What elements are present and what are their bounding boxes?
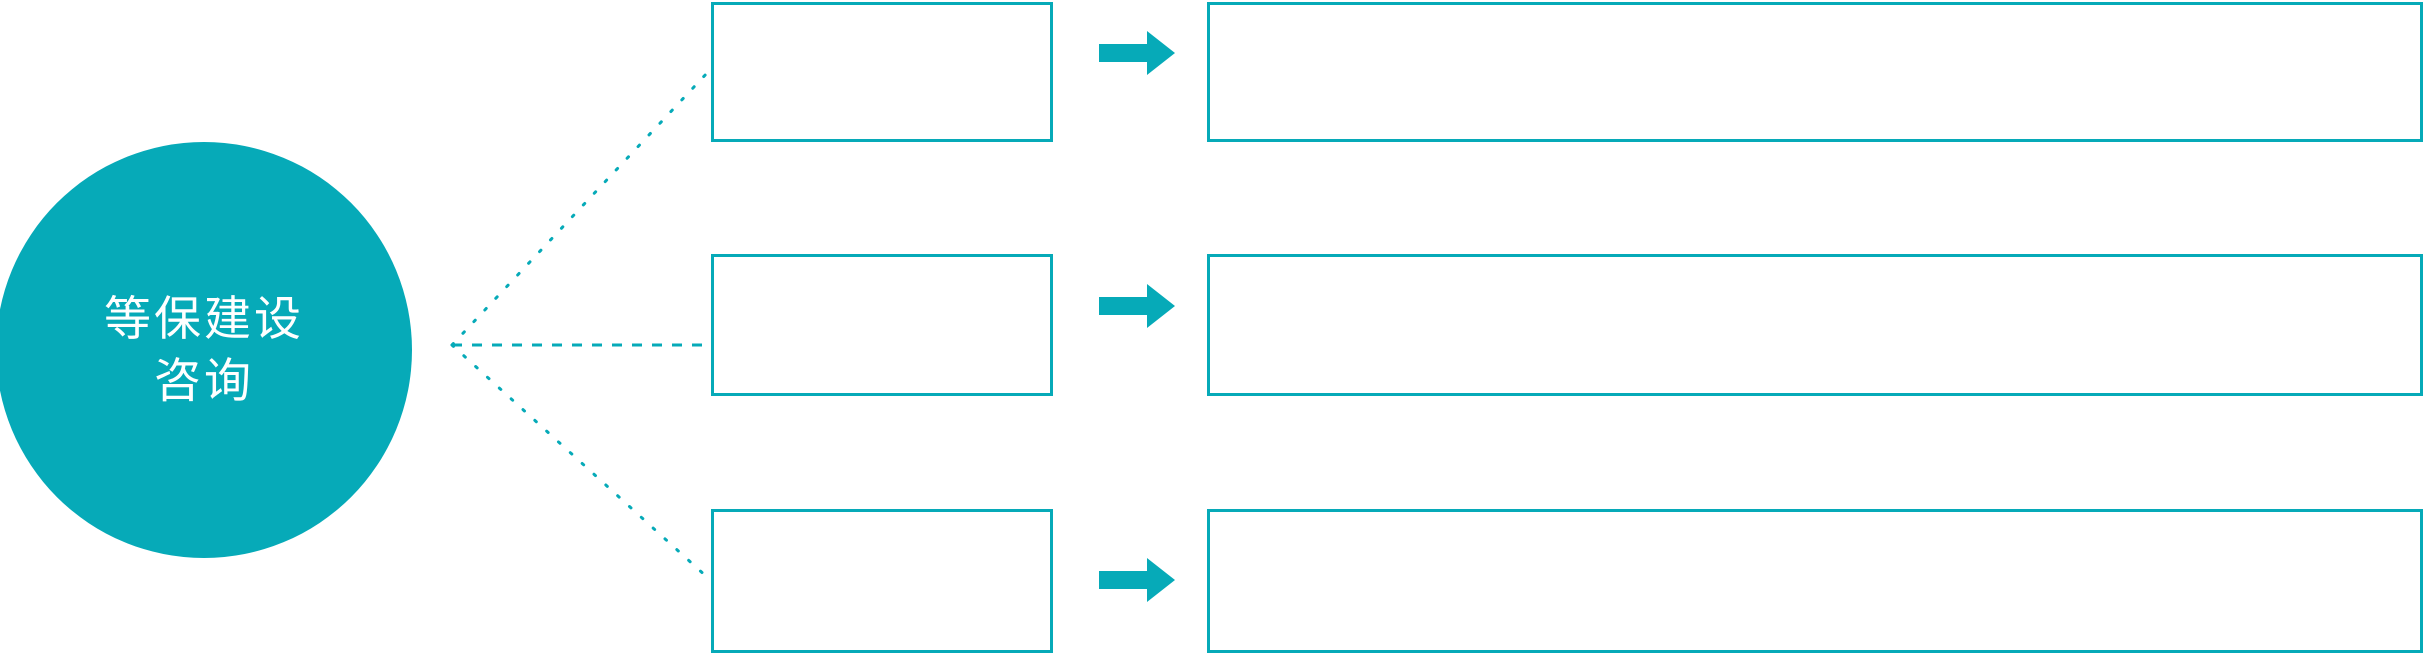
right-arrow-icon xyxy=(1099,31,1175,75)
detail-box-3[interactable] xyxy=(1207,509,2423,653)
hub-title-line-1: 等保建设 xyxy=(104,291,304,345)
hub-circle[interactable]: 等保建设 咨询 xyxy=(0,142,412,558)
detail-box-2[interactable] xyxy=(1207,254,2423,396)
stage-box-1[interactable] xyxy=(711,2,1053,142)
hub-title-line-2: 咨询 xyxy=(154,354,254,407)
right-arrow-icon xyxy=(1099,558,1175,602)
stage-box-3[interactable] xyxy=(711,509,1053,653)
detail-box-1[interactable] xyxy=(1207,2,2423,142)
stage-box-2[interactable] xyxy=(711,254,1053,396)
connector-line-row-3 xyxy=(450,343,710,580)
connector-line-row-1 xyxy=(450,70,710,347)
right-arrow-icon xyxy=(1099,284,1175,328)
